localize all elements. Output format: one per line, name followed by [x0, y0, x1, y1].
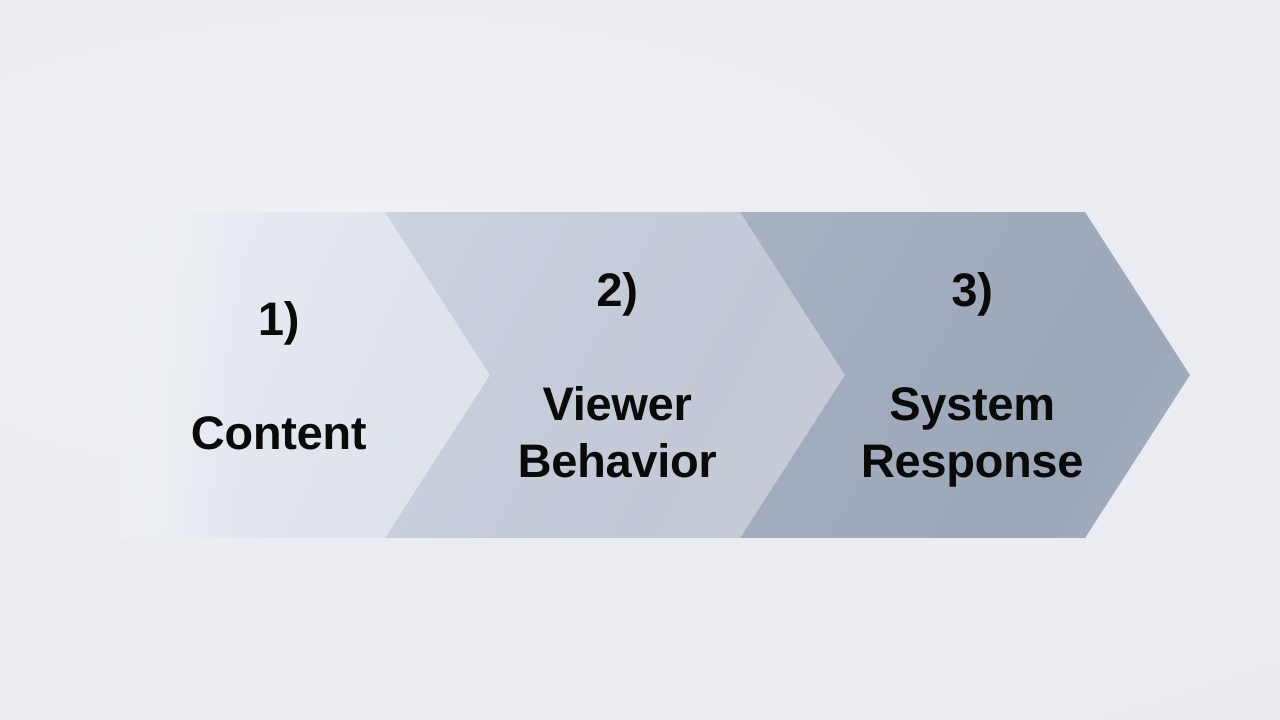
step-index-1: 1) — [257, 291, 300, 345]
step-index-3: 3) — [951, 263, 993, 316]
step-title-1: Content — [190, 405, 367, 459]
process-step-system-response[interactable]: 3) System Response — [740, 212, 1190, 538]
process-step-label-1: 1) Content — [190, 233, 367, 518]
step-title-2: Viewer Behavior — [517, 377, 717, 487]
process-flow-diagram: 1) Content 2) Viewer Behavior 3) System … — [0, 212, 1280, 538]
step-index-2: 2) — [596, 263, 638, 316]
process-step-label-3: 3) System Response — [860, 204, 1084, 546]
process-step-viewer-behavior[interactable]: 2) Viewer Behavior — [385, 212, 845, 538]
process-step-label-2: 2) Viewer Behavior — [518, 204, 717, 546]
step-title-3: System Response — [860, 377, 1084, 487]
